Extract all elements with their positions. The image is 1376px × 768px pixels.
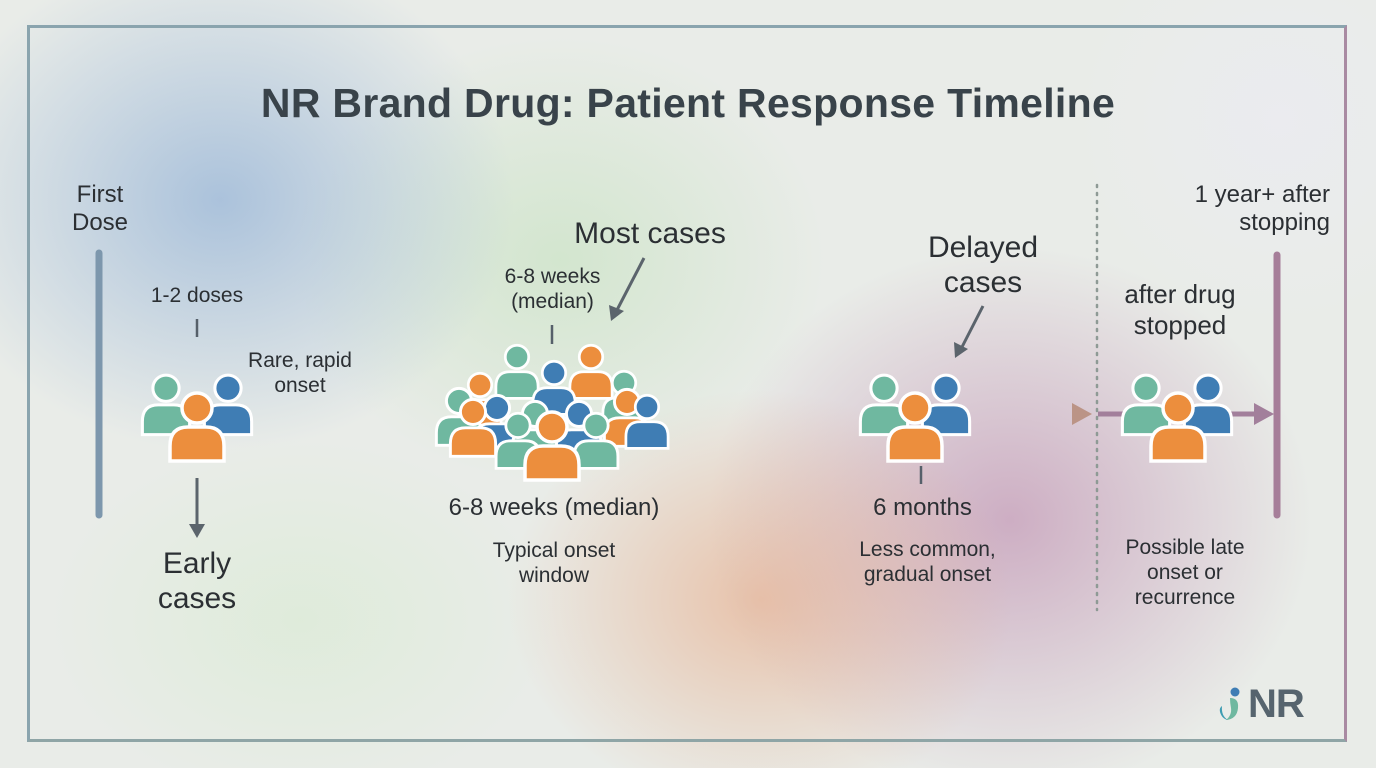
people-icon-crowd — [434, 343, 670, 482]
most-cases-heading: Most cases — [574, 217, 726, 250]
people-icon-after — [1120, 373, 1234, 463]
axis-arrowhead-2 — [1254, 403, 1274, 425]
nr-logo-icon — [1219, 687, 1240, 720]
people-icon-delayed — [858, 373, 972, 463]
delayed-cases-time: 6 months — [873, 494, 972, 521]
early-dose-note: 1-2 doses — [150, 284, 244, 307]
arrow-delayed — [954, 305, 985, 358]
most-cases-top-note: 6-8 weeks(median) — [504, 265, 601, 313]
axis-arrowhead-1 — [1072, 403, 1092, 425]
most-cases-time: 6-8 weeks (median) — [448, 494, 660, 521]
nr-logo-text: NR — [1248, 681, 1305, 726]
outer-frame — [27, 25, 1347, 742]
nr-logo: NR — [1218, 681, 1305, 726]
arrow-most — [609, 257, 646, 321]
arrow-early — [189, 478, 205, 538]
delayed-cases-description: Less common,gradual onset — [859, 538, 996, 586]
page-title: NR Brand Drug: Patient Response Timeline — [260, 80, 1116, 126]
